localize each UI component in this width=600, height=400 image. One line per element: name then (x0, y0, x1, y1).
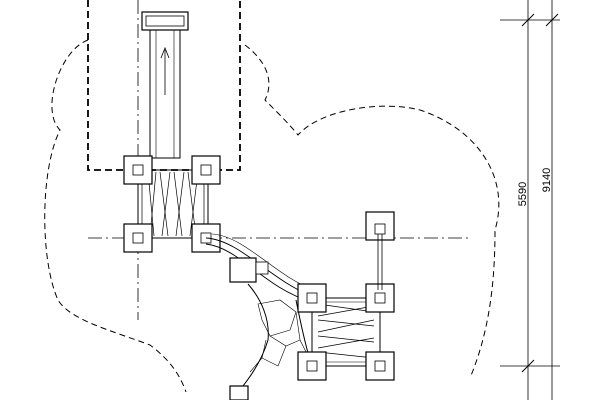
post-lower-bottom-right (365, 351, 395, 381)
safety-zone-outline (44, 39, 500, 393)
post-lower-top-left (297, 283, 327, 313)
post-mid-left (123, 223, 153, 253)
dimension-lines (500, 0, 560, 400)
slide (141, 11, 189, 159)
post-top-left (123, 155, 153, 185)
dimension-label-outer: 9140 (541, 168, 553, 192)
post-lower-bottom-left (297, 351, 327, 381)
post-bridge (229, 257, 269, 283)
post-top-right (191, 155, 221, 185)
post-lower-top-right (365, 283, 395, 313)
dimension-label-inner: 5590 (517, 182, 529, 206)
post-standalone (365, 211, 395, 290)
post-bottom-edge (229, 385, 249, 400)
